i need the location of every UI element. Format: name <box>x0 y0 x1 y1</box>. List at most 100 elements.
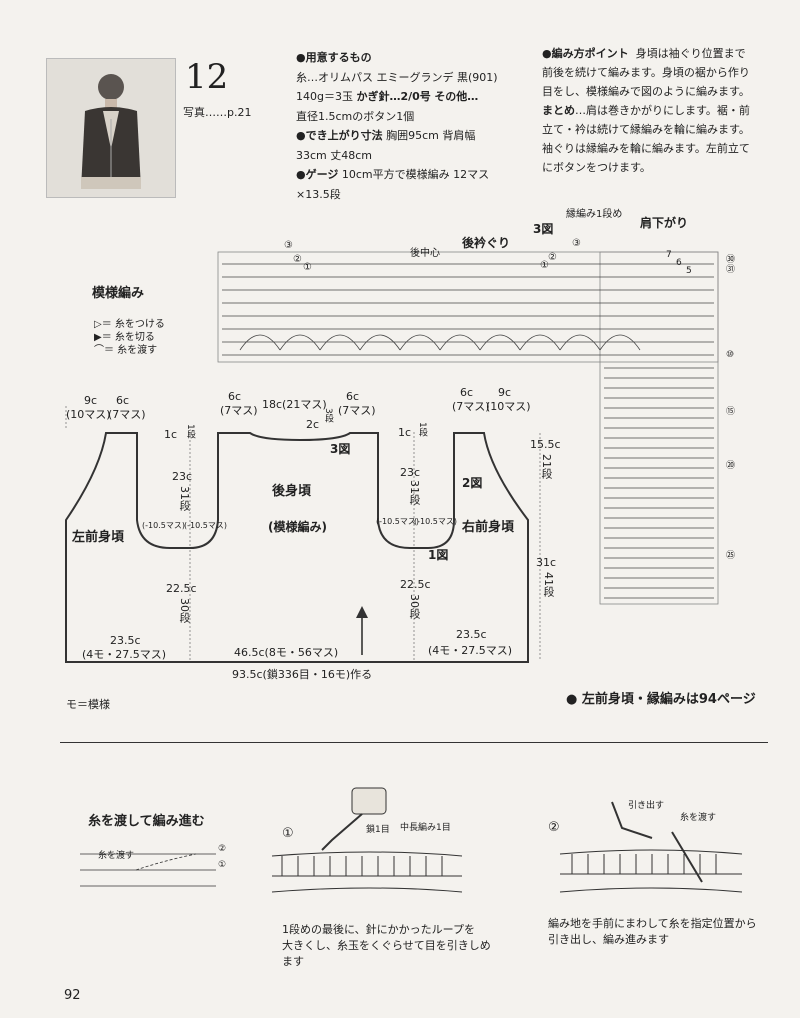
chart-arch-mark <box>479 334 521 351</box>
photo-thumbnail <box>46 58 176 198</box>
dim-23c-right: 23c <box>400 466 421 479</box>
right-front-label: 右前身頃 <box>462 520 515 535</box>
dim-18c: 18c(21マス) <box>262 398 327 411</box>
step1-label-a: 鎖1目 <box>366 825 390 835</box>
marker-2: ② <box>293 254 302 265</box>
marker-3: ③ <box>284 240 293 251</box>
dim-15c-sub: 21段 <box>540 454 553 479</box>
pattern-number: 12 <box>185 57 229 97</box>
chart-fig3: 3図 <box>533 222 554 236</box>
dim-total: 93.5c(鎖336目・16モ)作る <box>232 668 373 681</box>
size-line: ●でき上がり寸法 胸囲95cm 背肩幅 <box>296 129 476 142</box>
marker-1: ① <box>303 262 312 273</box>
dim-9c-right: 9c <box>498 386 512 399</box>
chart-arch-mark <box>279 334 321 351</box>
dim-2c: 2c <box>306 418 320 431</box>
marker-10: ⑩ <box>726 350 735 360</box>
marker-2r: ② <box>548 252 557 263</box>
dim-6c-right: 6c <box>460 386 474 399</box>
dim-15c: 15.5c <box>530 438 561 451</box>
legend-carry: ⌒＝ 糸を渡す <box>94 345 158 356</box>
amount-line: 140g＝3玉 かぎ針…2/0号 その他… <box>296 90 479 103</box>
mo-note: モ＝模様 <box>66 698 110 711</box>
dim-9c-right-sub: (10マス) <box>486 400 531 413</box>
marker-31: ㉛ <box>726 265 736 275</box>
legend: ▷＝ 糸をつける ▶＝ 糸を切る ⌒＝ 糸を渡す <box>94 318 165 357</box>
knitting-points-block: ●編み方ポイント 身頃は袖ぐり位置まで 前後を続けて編みます。身頃の裾から作り … <box>542 47 750 174</box>
small-carry-chart <box>80 853 216 887</box>
dim-bot-right: 23.5c <box>456 628 487 641</box>
step2-number: ② <box>548 820 560 835</box>
marker-3r: ③ <box>572 238 581 249</box>
carry-title: 糸を渡して編み進む <box>88 814 205 829</box>
dim-22c-right: 22.5c <box>400 578 431 591</box>
section-divider <box>60 742 768 743</box>
dim-22c-right-sub: 30段 <box>408 594 421 619</box>
armhole-l2: (-10.5マス) <box>184 521 227 530</box>
carry-small-label: 糸を渡す <box>98 851 135 861</box>
chart-arch-mark <box>559 334 601 351</box>
dim-6c-left-sub: (7マス) <box>108 408 146 421</box>
dim-1c-left: 1c <box>164 428 178 441</box>
dim-23c-left-sub: 31段 <box>178 486 191 511</box>
back-center-label: 後中心 <box>410 248 440 259</box>
left-front-label: 左前身頃 <box>72 530 125 545</box>
dim-23c-left: 23c <box>172 470 193 483</box>
yarn-line: 糸…オリムパス エミーグランデ 黒(901) <box>296 70 498 84</box>
step2-illustration <box>559 801 743 893</box>
schematic-fig3: 3図 <box>330 442 351 456</box>
dim-1c-right-sub: 1段 <box>417 422 427 437</box>
schematic-fig1: 1図 <box>428 548 449 562</box>
size-line-2: 33cm 丈48cm <box>296 148 373 162</box>
dim-23c-right-sub: 31段 <box>408 480 421 505</box>
chart-arch-mark <box>359 334 401 351</box>
gauge-line-2: ×13.5段 <box>296 187 341 201</box>
stitch-chart <box>217 251 719 605</box>
marker-25: ㉕ <box>726 551 736 561</box>
bullet-icon: ● <box>566 692 578 707</box>
chart-arch-mark <box>239 334 281 351</box>
dim-22c-left: 22.5c <box>166 582 197 595</box>
back-body-label: 後身頃 <box>272 484 312 499</box>
materials-heading: ●用意するもの <box>296 51 372 64</box>
dim-bot-right-sub: (4モ・27.5マス) <box>428 644 513 657</box>
legend-cut: ▶＝ 糸を切る <box>94 332 155 343</box>
dim-31c: 31c <box>536 556 557 569</box>
shoulder-label: 肩下がり <box>640 216 689 230</box>
button-line: 直径1.5cmのボタン1個 <box>296 109 415 123</box>
dim-bot-mid: 46.5c(8モ・56マス) <box>234 646 339 659</box>
carry-mark-2: ② <box>218 844 227 854</box>
step1-label-b: 中長編み1目 <box>400 823 451 833</box>
chart-arch-mark <box>399 334 441 351</box>
step2-label-a: 引き出す <box>628 801 665 811</box>
chart-title: 模様編み <box>92 286 145 301</box>
dim-bot-left-sub: (4モ・27.5マス) <box>82 648 167 661</box>
dim-2c-sub: 3段 <box>323 408 333 423</box>
materials-block: ●用意するもの 糸…オリムパス エミーグランデ 黒(901) 140g＝3玉 か… <box>296 48 526 204</box>
dim-6c-mr: 6c <box>346 390 360 403</box>
dim-9c-left-sub: (10マス) <box>66 408 111 421</box>
garment-schematic <box>65 406 541 663</box>
marker-15: ⑮ <box>726 407 736 417</box>
dim-6c-ml-sub: (7マス) <box>220 404 258 417</box>
marker-7: 7 <box>666 250 672 260</box>
vest-photo-icon <box>47 59 175 197</box>
carry-mark-1: ① <box>218 860 227 870</box>
step2-text: 編み地を手前にまわして糸を指定位置から 引き出し、編み進みます <box>548 917 757 946</box>
step1-text: 1段めの最後に、針にかかったループを 大きくし、糸玉をくぐらせて目を引きしめ ま… <box>282 923 491 968</box>
dim-6c-ml: 6c <box>228 390 242 403</box>
step2-label-b: 糸を渡す <box>680 813 717 823</box>
marker-20: ⑳ <box>726 461 736 471</box>
photo-reference: 写真……p.21 <box>183 106 252 119</box>
chart-arch-mark <box>439 334 481 351</box>
marker-5: 5 <box>686 266 692 276</box>
page-reference-note: ● 左前身頃・縁編みは94ページ <box>566 692 756 707</box>
dim-9c-left: 9c <box>84 394 98 407</box>
chart-arch-mark <box>319 334 361 351</box>
dim-1c-right: 1c <box>398 426 412 439</box>
armhole-l1: (-10.5マス) <box>142 521 185 530</box>
schematic-fig2: 2図 <box>462 476 483 490</box>
dim-22c-left-sub: 30段 <box>178 598 191 623</box>
marker-1r: ① <box>540 260 549 271</box>
armhole-r1: (-10.5マス) <box>376 517 419 526</box>
